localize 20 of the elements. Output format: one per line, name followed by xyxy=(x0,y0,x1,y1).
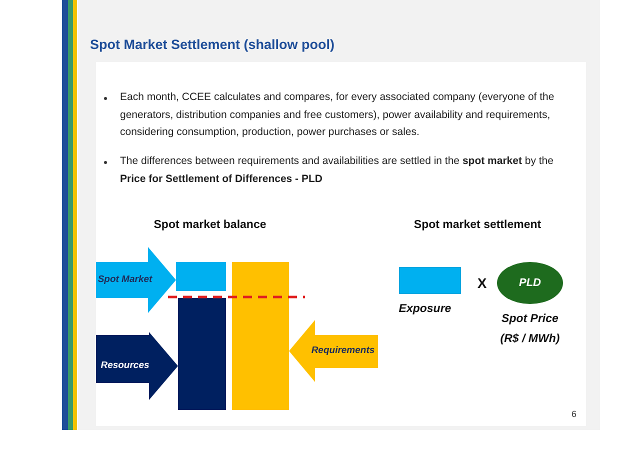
bullet-text: Each month, CCEE calculates and compares, for every associated company (everyone of the generators, distribution companies and free customers), power availability and requirements, considering consumption, production, power purchases or sales. xyxy=(120,90,556,140)
arrow-label: Requirements xyxy=(310,344,376,358)
bar xyxy=(178,298,226,410)
node-caption: Exposure xyxy=(398,302,452,317)
bar xyxy=(232,262,289,410)
node-caption: Spot Price (R$ / MWh) xyxy=(499,312,561,347)
bullet-text: The differences between requirements and availabilities are settled in the spot market by the Price for Settlement of Differences - PLD xyxy=(120,154,554,186)
arrow-label: Resources xyxy=(100,358,150,373)
bar xyxy=(176,262,226,291)
page-number: 6 xyxy=(570,408,578,421)
block-arrow xyxy=(96,247,176,313)
arrow-label: Spot Market xyxy=(96,272,154,287)
multiply-sign: X xyxy=(476,274,488,293)
block-arrow xyxy=(289,320,378,382)
block-arrow xyxy=(96,332,178,400)
section-heading: Spot market settlement xyxy=(412,218,542,233)
section-heading: Spot market balance xyxy=(152,218,268,233)
slide-title: Spot Market Settlement (shallow pool) xyxy=(90,36,335,54)
ellipse-label: PLD xyxy=(519,276,541,291)
rectangle xyxy=(399,267,461,294)
